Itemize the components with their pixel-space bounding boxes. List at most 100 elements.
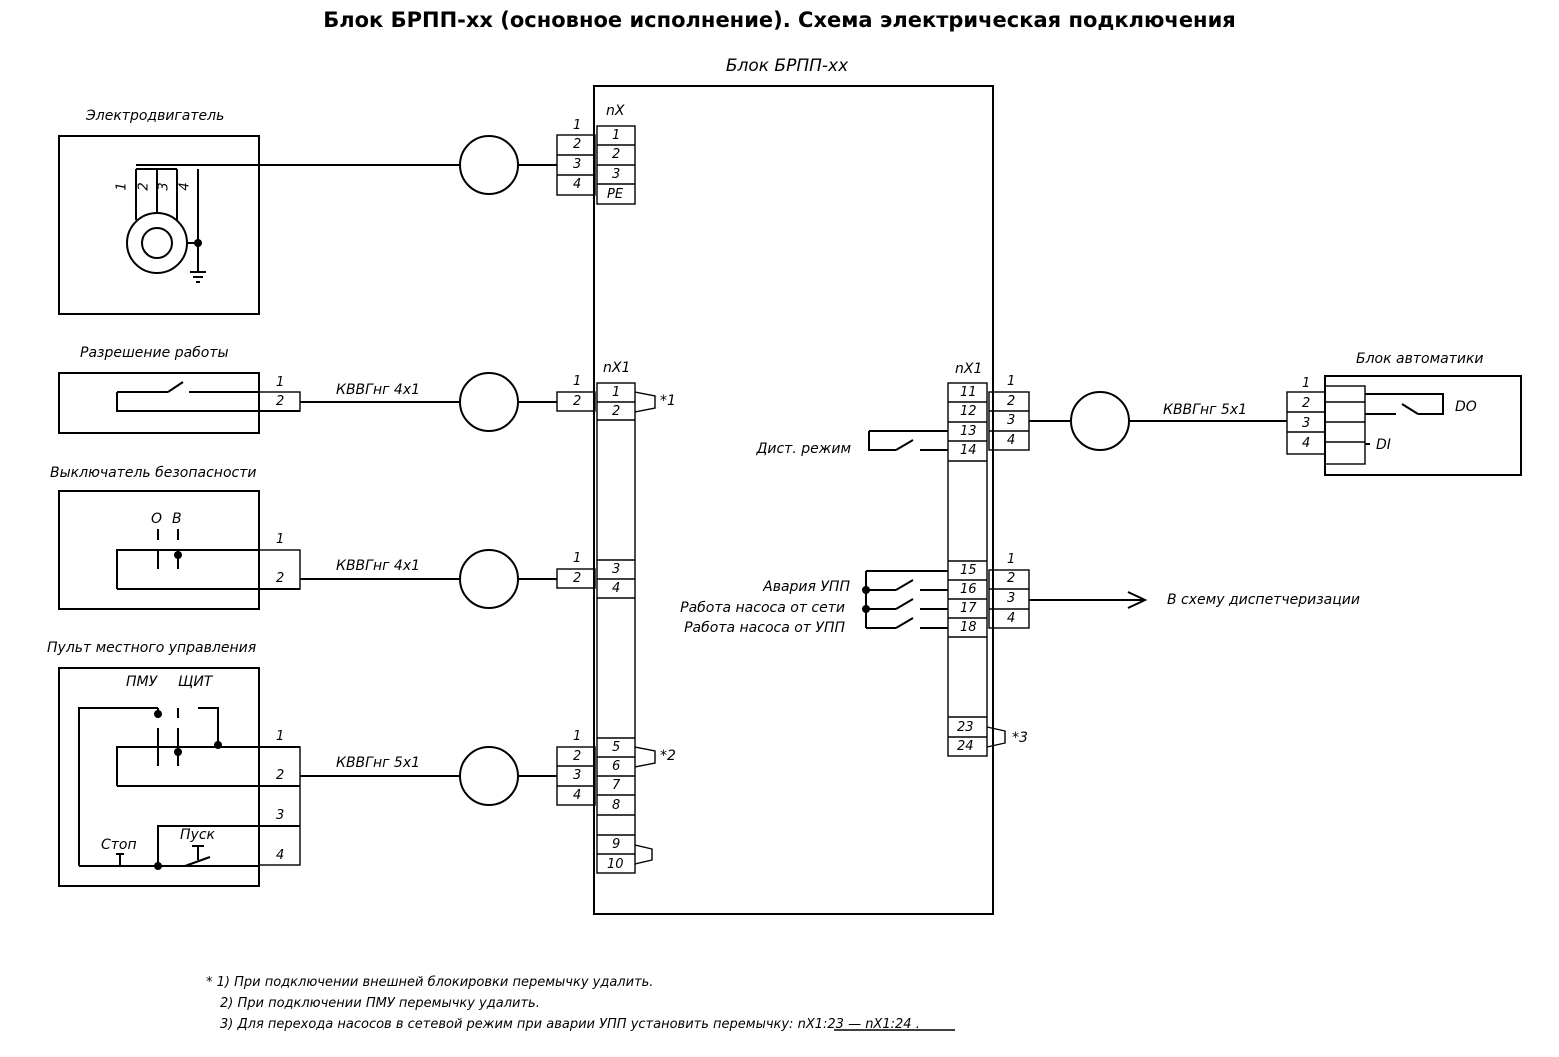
automation-do-label: DO: [1455, 399, 1477, 415]
automation-terminal-2: 2: [1302, 396, 1311, 411]
motor-terminal-1: 1: [114, 182, 130, 191]
enable-label: Разрешение работы: [80, 345, 229, 361]
enable-cable-gland: [459, 372, 519, 432]
safety-terminal-1: 1: [276, 532, 285, 547]
pump-upp-label: Работа насоса от УПП: [684, 620, 845, 636]
motor-icon: [126, 168, 206, 283]
panel-shield-label: ЩИТ: [178, 674, 213, 690]
upp-alarm-label: Авария УПП: [763, 579, 850, 595]
nx-terminal-pe: PE: [607, 187, 624, 202]
nx1-terminal-14: 14: [960, 443, 977, 458]
remote-cable-terminal-2: 2: [1007, 394, 1016, 409]
panel-label: Пульт местного управления: [47, 640, 257, 656]
nx1-terminal-1: 1: [612, 385, 621, 400]
connector-nx1-right-label: nX1: [955, 361, 983, 377]
safety-pos-b: В: [172, 511, 182, 527]
jumper-3: [986, 726, 1006, 748]
safety-pos-o: О: [151, 511, 163, 527]
footnote-3-text: 3) Для перехода насосов в сетевой режим …: [220, 1017, 794, 1032]
enable-cable-terminal-1: 1: [573, 374, 582, 389]
footnote-1: * 1) При подключении внешней блокировки …: [206, 975, 654, 990]
main-block-outline: [593, 85, 994, 915]
safety-cable-label: КВВГнг 4х1: [336, 558, 421, 574]
motor-box: [58, 135, 260, 315]
safety-terminal-2: 2: [276, 571, 285, 586]
safety-cable-terminal-1: 1: [573, 551, 582, 566]
motor-cable-terminal-1: 1: [573, 118, 582, 133]
automation-terminal-4: 4: [1302, 436, 1311, 451]
motor-cable-terminal-3: 3: [573, 157, 582, 172]
jumper-1: [634, 391, 656, 413]
pump-mains-label: Работа насоса от сети: [680, 600, 845, 616]
motor-terminal-3: 3: [156, 182, 172, 191]
nx1-terminal-24: 24: [957, 739, 974, 754]
footnote-3-ref: nX1:23 — nX1:24: [797, 1017, 912, 1032]
motor-cable-gland: [459, 135, 519, 195]
enable-box: [58, 372, 260, 434]
jumper-mark-1: *1: [660, 393, 676, 409]
nx1-terminal-6: 6: [612, 759, 621, 774]
nx1-terminal-5: 5: [612, 740, 621, 755]
enable-cable-terminal-2: 2: [573, 394, 582, 409]
nx-terminal-1: 1: [612, 128, 621, 143]
jumper-mark-2: *2: [660, 748, 676, 764]
motor-cable-terminal-4: 4: [573, 177, 582, 192]
nx1-terminal-4: 4: [612, 581, 621, 596]
panel-terminal-2: 2: [276, 768, 285, 783]
nx1-terminal-10: 10: [607, 857, 624, 872]
motor-terminal-2: 2: [136, 182, 152, 191]
panel-pmu-label: ПМУ: [126, 674, 158, 690]
main-block-label: Блок БРПП-хх: [725, 56, 849, 76]
panel-cable-terminal-4: 4: [573, 788, 582, 803]
connector-nx1-left-label: nX1: [603, 360, 631, 376]
jumper-mark-3: *3: [1012, 730, 1028, 746]
automation-cable-label: КВВГнг 5х1: [1163, 402, 1248, 418]
panel-terminal-4: 4: [276, 848, 285, 863]
connector-nx-label: nX: [606, 103, 625, 119]
automation-di-label: DI: [1376, 437, 1391, 453]
safety-cable-terminal-2: 2: [573, 571, 582, 586]
nx-terminal-3: 3: [612, 167, 621, 182]
dispatch-label: В схему диспетчеризации: [1167, 592, 1360, 608]
nx1-terminal-9: 9: [612, 837, 621, 852]
footnotes: * 1) При подключении внешней блокировки …: [206, 972, 920, 1035]
safety-label: Выключатель безопасности: [50, 465, 257, 481]
panel-switch-icon: [78, 707, 300, 870]
nx1-terminal-11: 11: [960, 385, 977, 400]
nx1-terminal-3: 3: [612, 562, 621, 577]
safety-switch-icon: [116, 529, 300, 590]
motor-label: Электродвигатель: [86, 108, 225, 124]
nx1-terminal-16: 16: [960, 582, 977, 597]
automation-box: [1324, 375, 1522, 476]
nx1-terminal-2: 2: [612, 404, 621, 419]
remote-cable-terminal-1: 1: [1007, 374, 1016, 389]
remote-mode-label: Дист. режим: [756, 441, 851, 457]
enable-contact-icon: [116, 392, 300, 412]
automation-label: Блок автоматики: [1356, 351, 1484, 367]
dispatch-cable-terminal-4: 4: [1007, 611, 1016, 626]
motor-terminal-4: 4: [177, 182, 193, 191]
footnote-3-end: .: [915, 1017, 920, 1032]
enable-terminal-1: 1: [276, 375, 285, 390]
jumper-9-10: [634, 844, 653, 865]
panel-cable-gland: [459, 746, 519, 806]
nx1-terminal-23: 23: [957, 720, 974, 735]
nx1-terminal-18: 18: [960, 620, 977, 635]
panel-start-label: Пуск: [180, 827, 215, 843]
automation-terminal-3: 3: [1302, 416, 1311, 431]
enable-terminal-2: 2: [276, 394, 285, 409]
motor-cable-terminal-2: 2: [573, 137, 582, 152]
nx1-terminal-8: 8: [612, 798, 621, 813]
nx1-terminal-7: 7: [612, 778, 621, 793]
enable-cable-label: КВВГнг 4х1: [336, 382, 421, 398]
dispatch-cable-terminal-1: 1: [1007, 552, 1016, 567]
panel-cable-label: КВВГнг 5х1: [336, 755, 421, 771]
nx1-terminal-17: 17: [960, 601, 977, 616]
footnote-2: 2) При подключении ПМУ перемычку удалить…: [220, 996, 540, 1011]
footnote-3: 3) Для перехода насосов в сетевой режим …: [206, 1014, 920, 1035]
nx1-terminal-12: 12: [960, 404, 977, 419]
automation-terminal-1: 1: [1302, 376, 1311, 391]
nx1-terminal-15: 15: [960, 563, 977, 578]
panel-stop-label: Стоп: [101, 837, 137, 853]
